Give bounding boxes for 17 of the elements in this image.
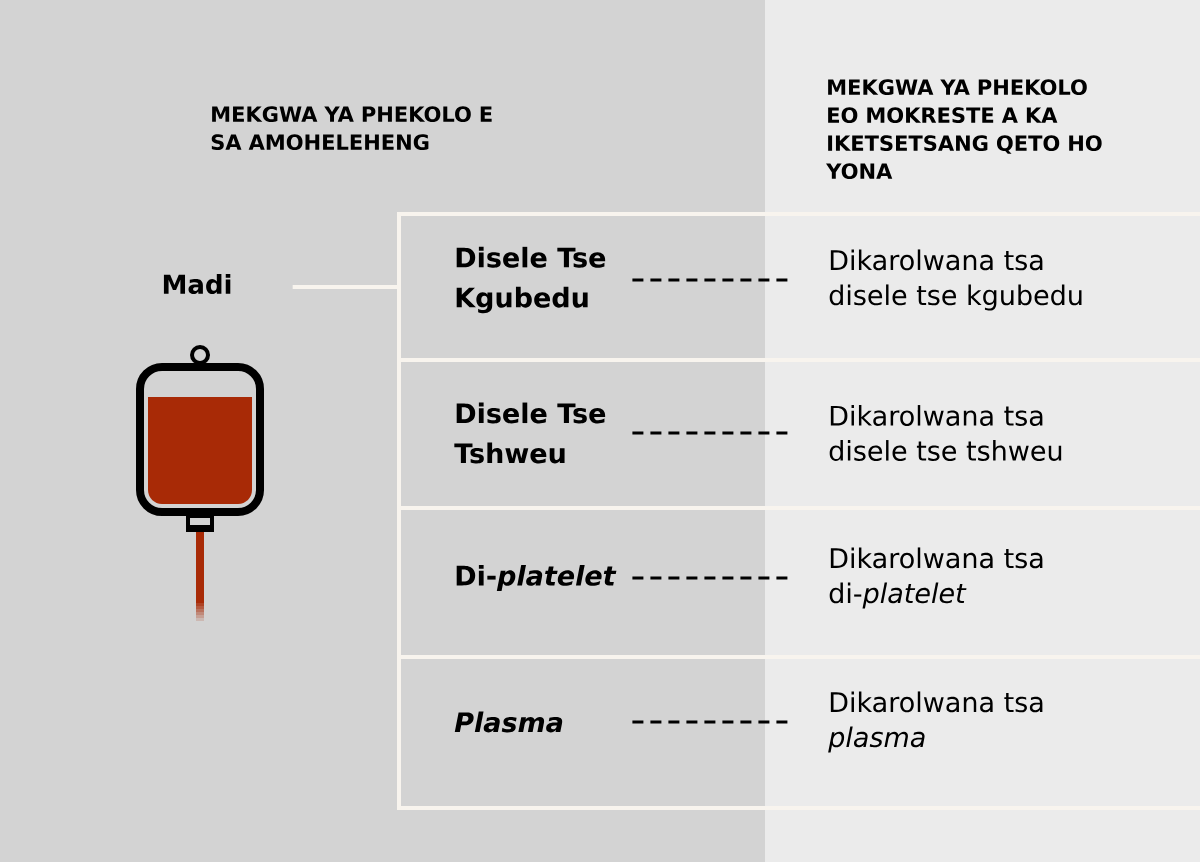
dashed-connector bbox=[632, 576, 788, 580]
connector-line bbox=[292, 285, 397, 289]
row-label: Plasma bbox=[454, 711, 563, 733]
row-description: Dikarolwana tsa disele tse tshweu bbox=[829, 405, 1062, 461]
row-description: Dikarolwana tsa di-platelet bbox=[829, 547, 1043, 609]
row-description: Dikarolwana tsa disele tse kgubedu bbox=[829, 249, 1082, 311]
row-label: Disele Tse Tshweu bbox=[454, 402, 606, 464]
label-text: Madi bbox=[163, 273, 231, 295]
dashed-connector bbox=[632, 720, 788, 724]
row-label: Di-platelet bbox=[456, 564, 617, 592]
column-heading: MEKGWA YA PHEKOLO EO MOKRESTE A KA IKETSETSANG QETO HO YONA bbox=[826, 79, 1102, 180]
column-heading: MEKGWA YA PHEKOLO E SA AMOHELEHENG bbox=[211, 106, 492, 151]
row-label: Disele Tse Kgubedu bbox=[456, 246, 606, 314]
dashed-connector bbox=[632, 278, 788, 282]
table-frame bbox=[397, 212, 1200, 810]
dashed-connector bbox=[632, 431, 788, 435]
row-description: Dikarolwana tsa plasma bbox=[828, 691, 1043, 753]
